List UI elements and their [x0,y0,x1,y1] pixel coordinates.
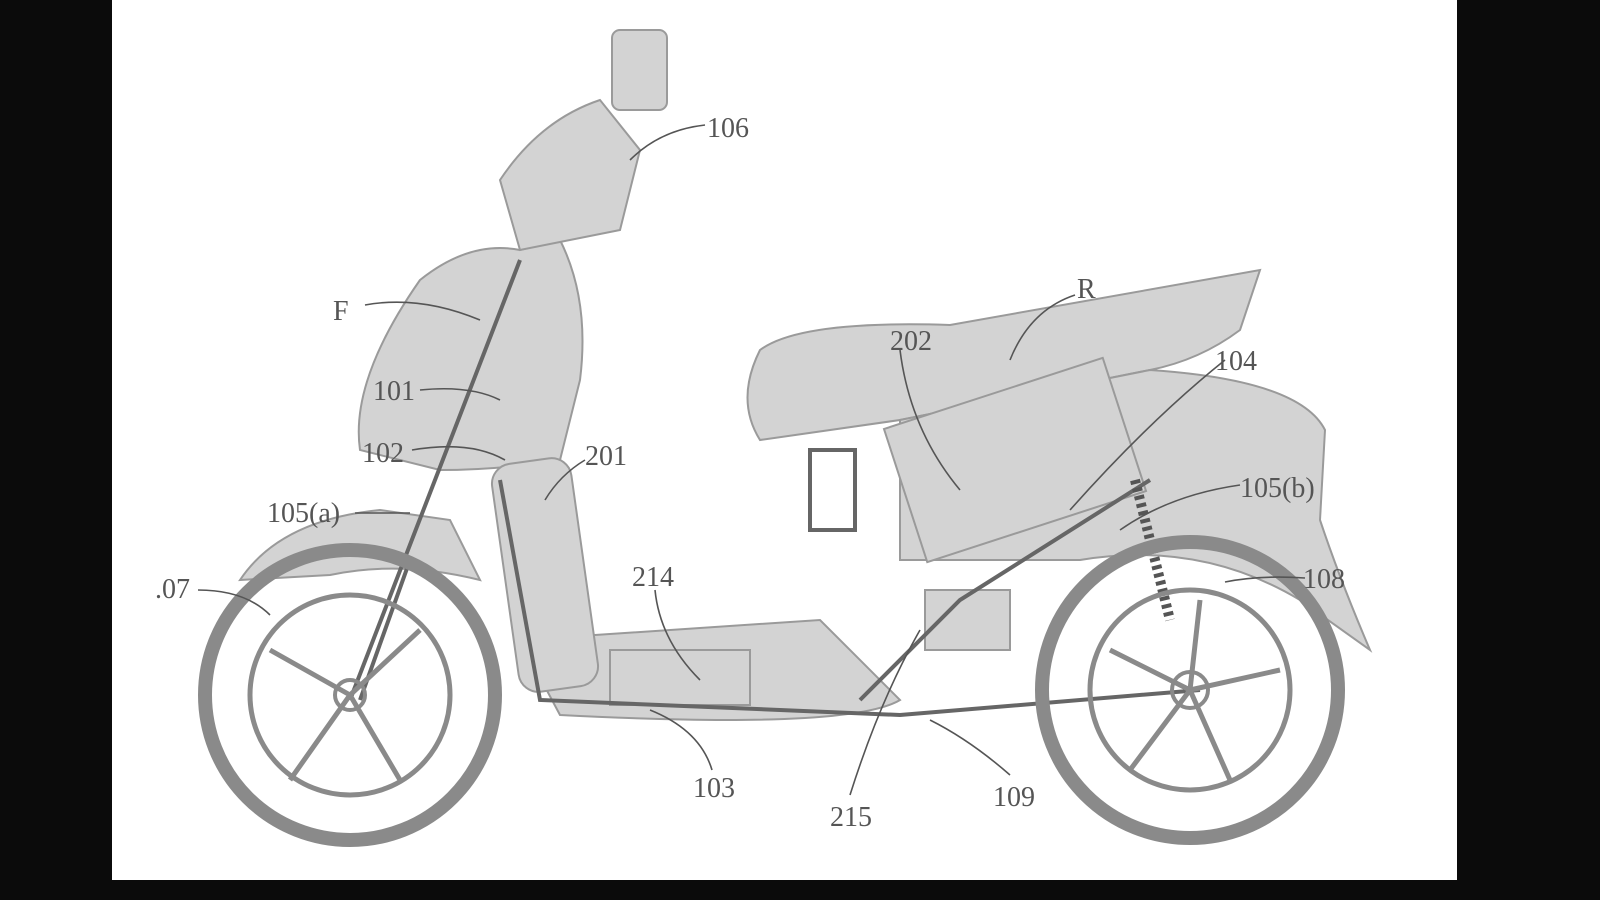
label-109: 109 [993,782,1035,813]
label-105b: 105(b) [1240,473,1315,504]
label-R: R [1077,274,1096,305]
battery-201 [490,457,600,693]
rear-wheel [1035,535,1345,845]
front-shield [357,238,584,472]
battery-202 [882,356,1148,564]
label-103: 103 [693,773,735,804]
chassis-frame [498,478,1201,718]
label-215: 215 [830,802,872,833]
label-104: 104 [1215,346,1257,377]
label-202: 202 [890,326,932,357]
label-101: 101 [373,376,415,407]
mirror [611,29,668,111]
front-wheel [198,543,502,847]
label-214: 214 [632,562,674,593]
battery-214 [609,649,751,706]
label-107: .07 [155,574,190,605]
label-106: 106 [707,113,749,144]
label-108: 108 [1303,564,1345,595]
patent-figure: 106 F R 202 104 101 102 201 105(a) 105(b… [112,0,1457,880]
label-105a: 105(a) [267,498,340,529]
headset [498,98,642,252]
charger-box [808,448,857,532]
label-102: 102 [362,438,404,469]
label-F: F [333,296,349,327]
label-201: 201 [585,441,627,472]
seat [746,268,1262,442]
steering-column [348,259,522,701]
scooter-drawing: 106 F R 202 104 101 102 201 105(a) 105(b… [155,29,1373,847]
